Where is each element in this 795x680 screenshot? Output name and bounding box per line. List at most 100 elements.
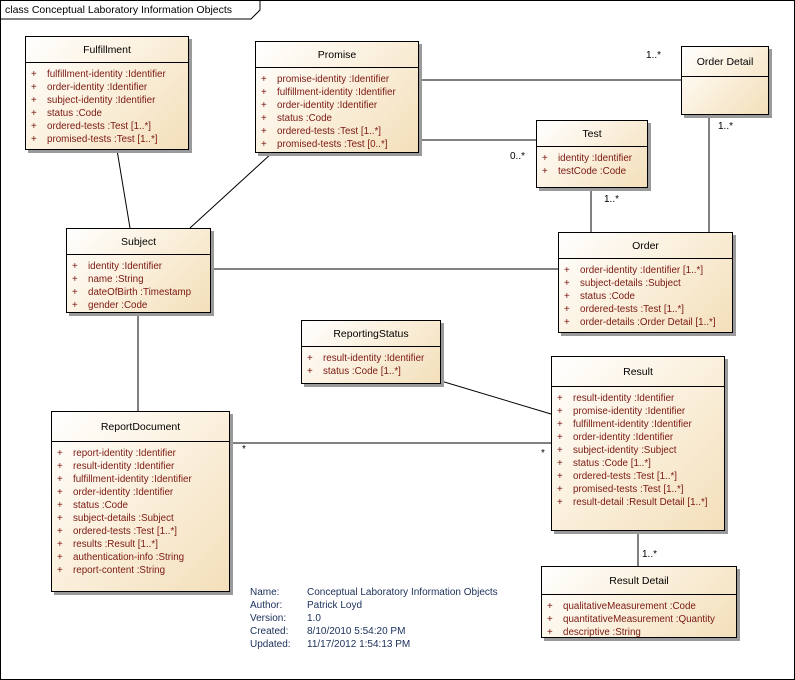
class-attribute: +results :Result [1..*]: [52, 538, 229, 551]
attribute-text: order-identity :Identifier: [47, 82, 148, 93]
assoc-reporting-status-result: [440, 380, 552, 415]
attribute-text: promised-tests :Test [0..*]: [277, 139, 388, 150]
class-result-detail[interactable]: Result Detail +qualitativeMeasurement :C…: [541, 566, 737, 638]
class-order[interactable]: Order +order-identity :Identifier [1..*]…: [558, 232, 733, 333]
multiplicity-test-order: 1..*: [604, 194, 620, 205]
class-fulfillment[interactable]: Fulfillment +fulfillment-identity :Ident…: [25, 36, 189, 150]
attribute-text: result-identity :Identifier: [73, 461, 175, 472]
class-attribute: +status :Code [1..*]: [552, 457, 724, 470]
visibility-marker: +: [57, 539, 63, 550]
class-attribute: +order-identity :Identifier: [256, 99, 418, 112]
attribute-text: authentication-info :String: [73, 552, 185, 563]
note-name-key: Name:: [250, 587, 280, 598]
attribute-text: name :String: [88, 274, 144, 285]
visibility-marker: +: [564, 304, 570, 315]
class-attributes: +fulfillment-identity :Identifier+order-…: [26, 63, 188, 146]
attribute-text: order-identity :Identifier [1..*]: [580, 265, 704, 276]
class-attribute: +testCode :Code: [537, 165, 647, 178]
class-name: Fulfillment: [26, 37, 188, 63]
attribute-text: status :Code: [73, 500, 129, 511]
class-attribute: +fulfillment-identity :Identifier: [52, 473, 229, 486]
attribute-text: subject-identity :Subject: [573, 445, 677, 456]
class-result[interactable]: Result +result-identity :Identifier+prom…: [551, 356, 725, 531]
class-attributes: +report-identity :Identifier+result-iden…: [52, 442, 229, 577]
visibility-marker: +: [542, 153, 548, 164]
class-attribute: +status :Code: [26, 107, 188, 120]
class-order-detail[interactable]: Order Detail: [681, 46, 769, 115]
class-test[interactable]: Test +identity :Identifier+testCode :Cod…: [536, 120, 648, 188]
note-updated-value: 11/17/2012 1:54:13 PM: [307, 639, 411, 650]
class-attribute: +subject-details :Subject: [559, 277, 732, 290]
multiplicity-result-result-detail: 1..*: [642, 549, 658, 560]
multiplicity-report-document-result-left: *: [242, 444, 246, 455]
class-attribute: + order-identity :Identifier: [26, 81, 188, 94]
attribute-text: report-content :String: [73, 565, 166, 576]
class-name: ReportingStatus: [302, 321, 440, 347]
visibility-marker: +: [557, 419, 563, 430]
class-attribute: +identity :Identifier: [67, 260, 210, 273]
class-subject[interactable]: Subject +identity :Identifier+name :Stri…: [66, 228, 211, 313]
class-attribute: + promised-tests :Test [1..*]: [552, 483, 724, 496]
attribute-text: dateOfBirth :Timestamp: [88, 287, 192, 298]
class-attribute: +result-detail :Result Detail [1..*]: [552, 496, 724, 509]
class-report-document[interactable]: ReportDocument +report-identity :Identif…: [51, 411, 230, 592]
class-attribute: +status :Code: [256, 112, 418, 125]
visibility-marker: +: [261, 87, 267, 98]
attribute-text: qualitativeMeasurement :Code: [563, 601, 696, 612]
class-attributes: [682, 77, 768, 82]
class-reporting-status[interactable]: ReportingStatus +result-identity :Identi…: [301, 320, 441, 384]
attribute-text: promised-tests :Test [1..*]: [573, 484, 684, 495]
class-attribute: +identity :Identifier: [537, 152, 647, 165]
class-attribute: +fulfillment-identity :Identifier: [256, 86, 418, 99]
note-updated-key: Updated:: [250, 639, 291, 650]
visibility-marker: +: [31, 121, 37, 132]
attribute-text: gender :Code: [88, 300, 148, 311]
visibility-marker: +: [542, 166, 548, 177]
class-attributes: +identity :Identifier+testCode :Code: [537, 147, 647, 178]
visibility-marker: +: [547, 614, 553, 625]
visibility-marker: +: [57, 474, 63, 485]
attribute-text: ordered-tests :Test [1..*]: [73, 526, 178, 537]
attribute-text: promise-identity :Identifier: [573, 406, 686, 417]
visibility-marker: +: [547, 627, 553, 638]
note-version-key: Version:: [250, 613, 287, 624]
class-attribute: +name :String: [67, 273, 210, 286]
visibility-marker: +: [261, 74, 267, 85]
class-attribute: + order-identity :Identifier [1..*]: [559, 264, 732, 277]
frame-label: class Conceptual Laboratory Information …: [5, 4, 233, 16]
note-created: Created:8/10/2010 5:54:20 PM: [250, 625, 498, 638]
class-attribute: +fulfillment-identity :Identifier: [552, 418, 724, 431]
visibility-marker: +: [261, 113, 267, 124]
multiplicity-promise-test: 0..*: [510, 151, 526, 162]
visibility-marker: +: [557, 484, 563, 495]
class-attribute: +qualitativeMeasurement :Code: [542, 600, 736, 613]
attribute-text: promised-tests :Test [1..*]: [47, 134, 158, 145]
visibility-marker: +: [307, 353, 313, 364]
class-attributes: +result-identity :Identifier + promise-ide…: [552, 387, 724, 509]
visibility-marker: +: [31, 82, 37, 93]
class-attribute: +promised-tests :Test [0..*]: [256, 138, 418, 151]
class-attribute: +result-identity :Identifier: [552, 392, 724, 405]
attribute-text: ordered-tests :Test [1..*]: [573, 471, 678, 482]
class-attribute: +dateOfBirth :Timestamp: [67, 286, 210, 299]
class-promise[interactable]: Promise +promise-identity :Identifier+fu…: [255, 41, 419, 153]
visibility-marker: +: [57, 552, 63, 563]
attribute-text: status :Code [1..*]: [573, 458, 651, 469]
visibility-marker: +: [564, 265, 570, 276]
note-author-key: Author:: [250, 600, 283, 611]
class-attribute: +ordered-tests :Test [1..*]: [559, 303, 732, 316]
visibility-marker: +: [72, 300, 78, 311]
class-attribute: + ordered-tests :Test [1..*]: [552, 470, 724, 483]
class-attribute: +order-identity :Identifier: [552, 431, 724, 444]
visibility-marker: +: [261, 100, 267, 111]
visibility-marker: +: [557, 497, 563, 508]
class-attribute: +order-details :Order Detail [1..*]: [559, 316, 732, 329]
visibility-marker: +: [557, 471, 563, 482]
class-attribute: +subject-identity :Subject: [552, 444, 724, 457]
visibility-marker: +: [307, 366, 313, 377]
visibility-marker: +: [31, 108, 37, 119]
class-name: Subject: [67, 229, 210, 255]
class-attribute: +subject-identity :Identifier: [26, 94, 188, 107]
class-name: Test: [537, 121, 647, 147]
